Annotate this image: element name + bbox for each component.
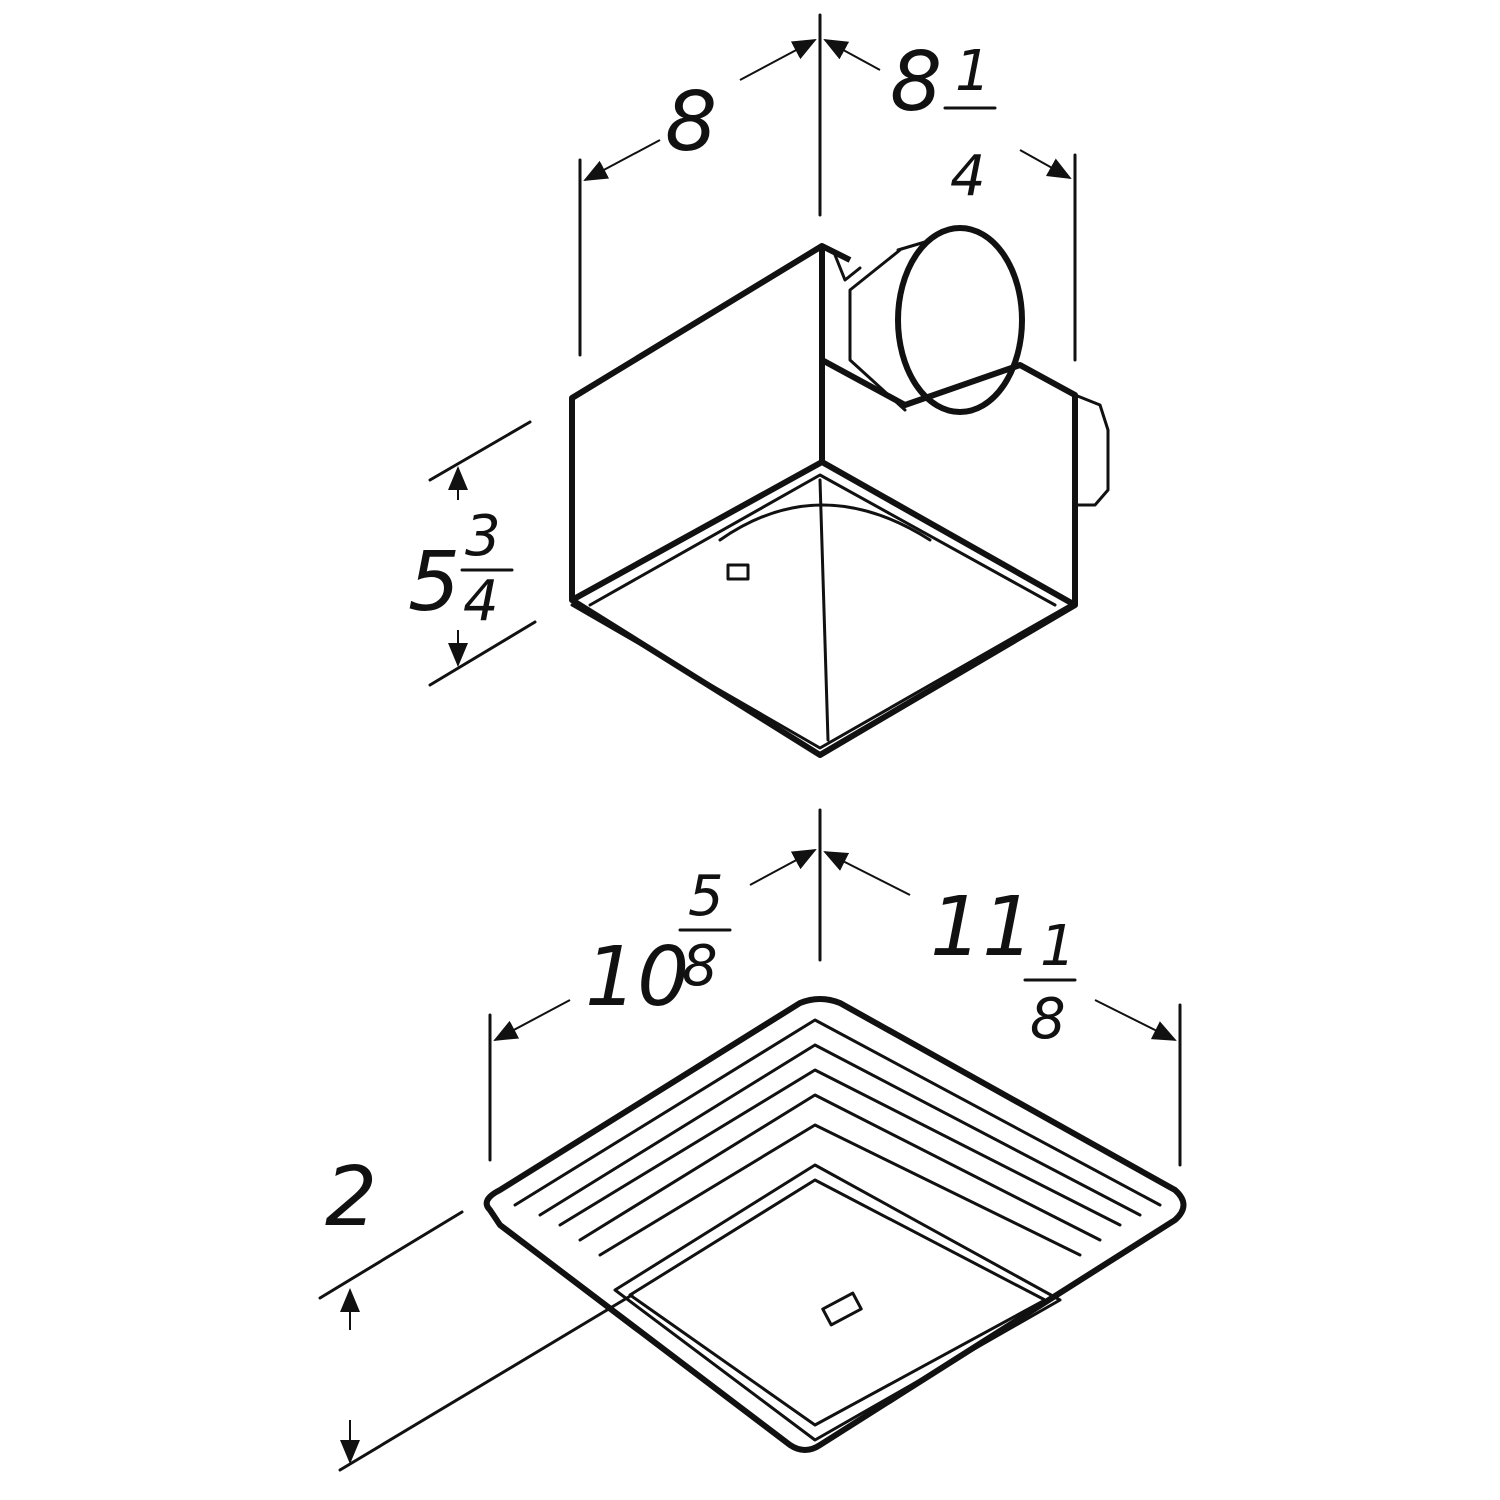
housing-depth-num: 1 bbox=[955, 39, 991, 104]
grille-width-whole: 10 bbox=[585, 930, 689, 1025]
housing-depth-den: 4 bbox=[950, 144, 986, 209]
grille-height-label: 2 bbox=[325, 1150, 377, 1245]
housing-height-whole: 5 bbox=[408, 535, 460, 630]
grille-width-den: 8 bbox=[682, 934, 718, 999]
grille-depth-num: 1 bbox=[1040, 914, 1076, 979]
grille bbox=[483, 996, 1187, 1453]
housing-height-num: 3 bbox=[465, 504, 501, 569]
housing-dimensions bbox=[428, 13, 1077, 687]
grille-depth-whole: 11 bbox=[930, 880, 1034, 975]
grille-dimensions bbox=[318, 808, 1182, 1472]
housing-width-label: 8 bbox=[665, 75, 717, 170]
grille-depth-den: 8 bbox=[1030, 987, 1066, 1052]
housing-depth-whole: 8 bbox=[890, 35, 942, 130]
grille-width-num: 5 bbox=[688, 864, 724, 929]
fan-housing bbox=[569, 225, 1110, 758]
housing-height-den: 4 bbox=[463, 569, 499, 634]
